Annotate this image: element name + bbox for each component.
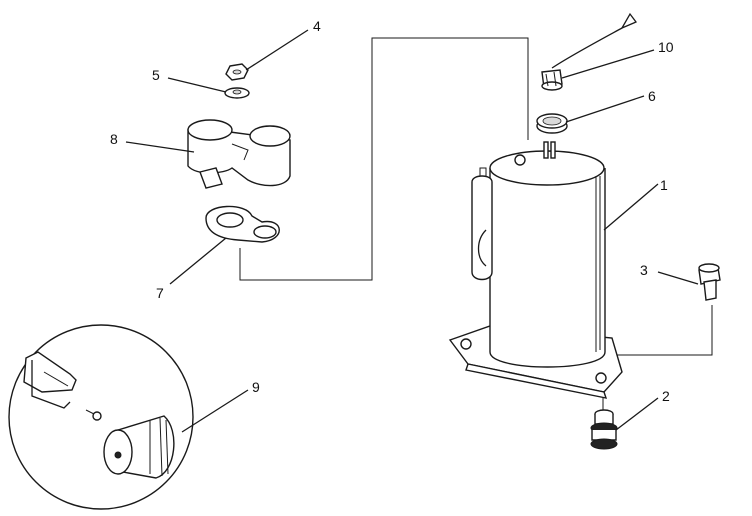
terminal-cover (187, 119, 291, 189)
callout-labels: 4 5 8 7 9 10 6 1 3 2 (110, 18, 674, 404)
mounting-bolt (698, 263, 721, 301)
detail-inset (8, 324, 194, 510)
callout-2: 2 (662, 388, 670, 404)
hex-nut (225, 63, 249, 81)
terminal-gasket (536, 113, 568, 134)
flat-washer (224, 87, 250, 99)
callout-7: 7 (156, 285, 164, 301)
terminal-cover-gasket (205, 205, 280, 243)
callout-6: 6 (648, 88, 656, 104)
callout-8: 8 (110, 131, 118, 147)
callout-1: 1 (660, 177, 668, 193)
callout-5: 5 (152, 67, 160, 83)
callout-10: 10 (658, 39, 674, 55)
terminal-cover-with-wire (541, 12, 638, 91)
callout-9: 9 (252, 379, 260, 395)
compressor-body (448, 141, 623, 399)
leader-lines (125, 29, 699, 433)
callout-4: 4 (313, 18, 321, 34)
callout-3: 3 (640, 262, 648, 278)
rubber-mount-grommet (590, 409, 618, 450)
